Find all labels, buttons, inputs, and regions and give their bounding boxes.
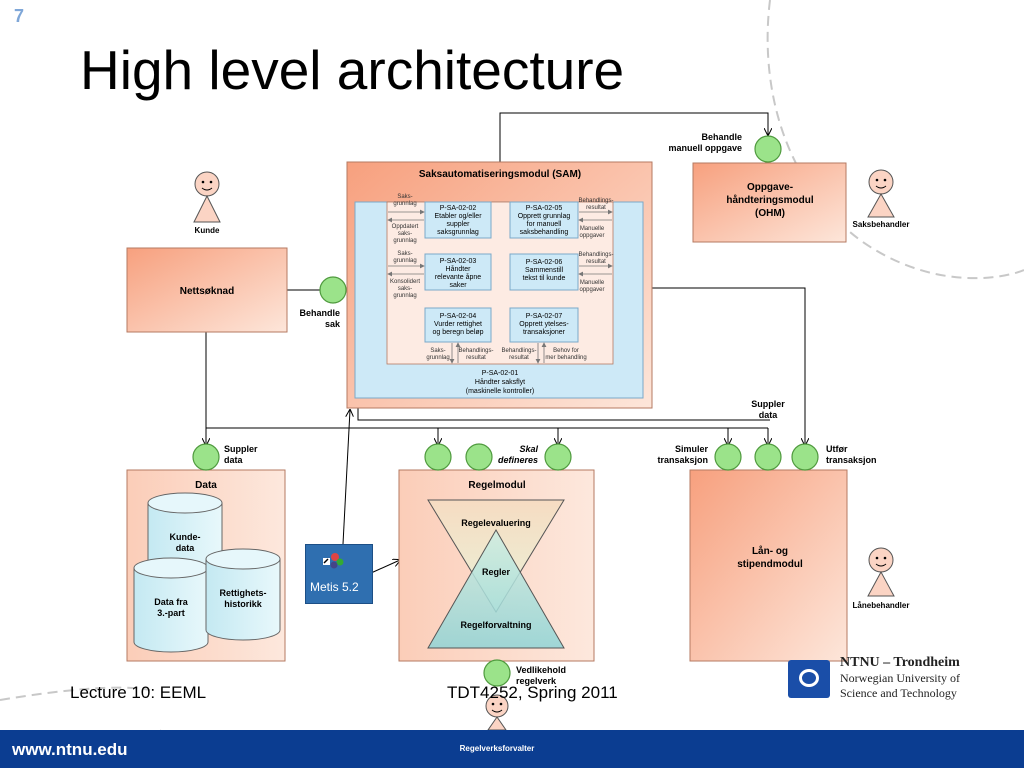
suppler-data-interface[interactable]	[192, 443, 220, 471]
regler-label: Regler	[482, 567, 511, 577]
regelevaluering-label: Regelevaluering	[461, 518, 531, 528]
actor-saksbehandler[interactable]: Saksbehandler	[853, 169, 910, 229]
sam-module[interactable]: Saksautomatiseringsmodul (SAM) P-SA-02-0…	[346, 161, 653, 409]
ohm-module[interactable]: Oppgave-håndteringsmodul(OHM)	[692, 162, 847, 243]
nettsoknad-label: Nettsøknad	[180, 286, 234, 297]
svg-text:Behandlings-resultat: Behandlings-resultat	[578, 252, 613, 265]
regelmodul-label: Regelmodul	[468, 480, 525, 491]
regel-interface-1[interactable]	[424, 443, 452, 471]
nettsoknad-module[interactable]: Nettsøknad	[126, 247, 288, 333]
decorative-curve	[766, 0, 1024, 280]
lanebehandler-label: Lånebehandler	[853, 601, 910, 610]
slide-title: High level architecture	[80, 39, 625, 101]
svg-text:Behandlings-resultat: Behandlings-resultat	[578, 198, 613, 211]
sam-title: Saksautomatiseringsmodul (SAM)	[419, 169, 581, 180]
metis-icon	[323, 553, 344, 569]
kundedata-label: Kunde-data	[170, 532, 201, 553]
footer-lecture: Lecture 10: EEML	[70, 683, 207, 702]
rettighets-label: Rettighets-historikk	[220, 588, 267, 609]
ntnu-subtitle-2: Science and Technology	[840, 686, 957, 700]
architecture-diagram: Saksautomatiseringsmodul (SAM) P-SA-02-0…	[0, 0, 1024, 730]
regel-interface-2[interactable]	[465, 443, 493, 471]
connectors	[206, 112, 805, 660]
svg-text:Behandlings-resultat: Behandlings-resultat	[501, 348, 536, 361]
actor-regelverksforvalter[interactable]	[485, 694, 509, 730]
slide-number: 7	[14, 6, 25, 26]
behandle-manuell-interface[interactable]	[754, 135, 782, 163]
utfor-interface[interactable]	[791, 443, 819, 471]
regel-interface-3[interactable]	[544, 443, 572, 471]
ntnu-name: NTNU – Trondheim	[840, 655, 960, 670]
ntnu-logo-icon	[788, 660, 830, 698]
behandle-sak-interface[interactable]	[319, 276, 347, 304]
actor-lanebehandler[interactable]: Lånebehandler	[853, 547, 910, 610]
kunde-label: Kunde	[195, 226, 220, 235]
footer-course: TDT4252, Spring 2011	[447, 683, 618, 702]
interface-circles	[192, 135, 819, 687]
suppler-data-interface-2[interactable]	[754, 443, 782, 471]
svg-text:Saks-grunnlag: Saks-grunnlag	[426, 348, 449, 361]
actor-kunde[interactable]: Kunde	[193, 171, 221, 235]
svg-text:Saks-grunnlag: Saks-grunnlag	[393, 194, 416, 207]
simuler-interface[interactable]	[714, 443, 742, 471]
regelmodul[interactable]: Regelmodul Regelevaluering Regler Regelf…	[398, 469, 595, 662]
bottom-bar	[0, 730, 1024, 768]
svg-text:Behandlings-resultat: Behandlings-resultat	[458, 348, 493, 361]
metis-shortcut[interactable]	[305, 544, 373, 604]
regelverksforvalter-label: Regelverksforvalter	[459, 744, 535, 753]
footer-url[interactable]: www.ntnu.edu	[12, 740, 128, 759]
ntnu-subtitle-1: Norwegian University of	[840, 671, 960, 685]
ohm-label: Oppgave-håndteringsmodul(OHM)	[726, 182, 813, 219]
vedlikehold-interface[interactable]	[483, 659, 511, 687]
sam-flows	[387, 209, 613, 364]
data-label: Data	[195, 480, 217, 491]
regelforvaltning-label: Regelforvaltning	[460, 620, 531, 630]
saksbehandler-label: Saksbehandler	[853, 220, 910, 229]
metis-label: Metis 5.2	[310, 580, 359, 594]
decorative-curve	[0, 686, 151, 701]
svg-text:Saks-grunnlag: Saks-grunnlag	[393, 251, 416, 264]
rettighets-store[interactable]: Rettighets-historikk	[205, 548, 281, 641]
